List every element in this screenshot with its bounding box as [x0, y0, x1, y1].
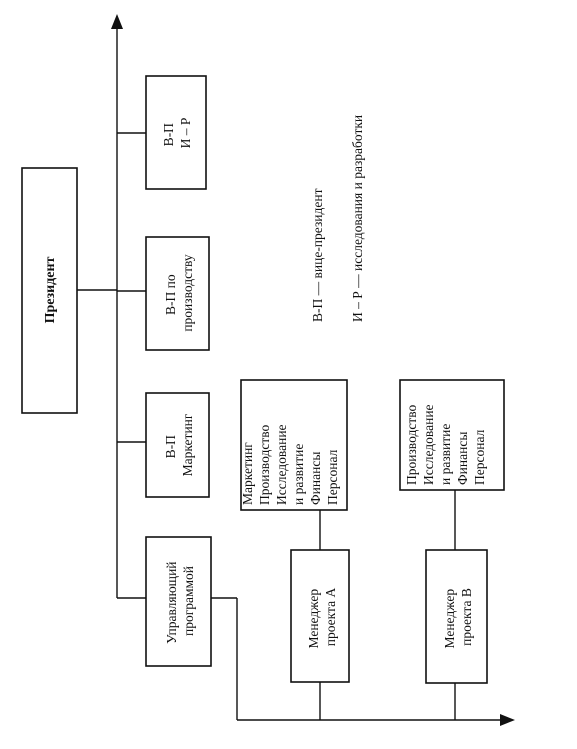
- project-b-functions-box: [399, 379, 505, 491]
- president-label: Президент: [43, 256, 58, 323]
- vp-production-box: [145, 236, 210, 351]
- vp-rnd-box: [145, 75, 207, 190]
- manager-b-box: [425, 549, 488, 684]
- manager-a-box: [290, 549, 350, 683]
- vp-marketing-box: [145, 392, 210, 498]
- project-b-functions-label: Производство Исследование и развитие Фин…: [404, 401, 487, 485]
- vp-production-label: В-П по производству: [163, 254, 195, 332]
- project-a-functions-label: Маркетинг Производство Исследование и ра…: [240, 421, 340, 505]
- legend-rnd: И – Р — исследования и разработки: [350, 115, 365, 322]
- axis-arrow-up: [111, 14, 123, 29]
- program-manager-label: Управляющий программой: [164, 558, 196, 644]
- manager-b-label: Менеджер проекта В: [442, 586, 474, 649]
- program-manager-box: [145, 536, 212, 667]
- vp-marketing-label: В-П Маркетинг: [163, 413, 195, 476]
- axis-arrow-right: [500, 714, 515, 726]
- legend-vp: В-П — вице-президент: [310, 188, 325, 322]
- project-a-functions-box: [240, 379, 348, 511]
- vp-rnd-label: В-П И – Р: [161, 118, 193, 149]
- manager-a-label: Менеджер проекта А: [306, 586, 338, 649]
